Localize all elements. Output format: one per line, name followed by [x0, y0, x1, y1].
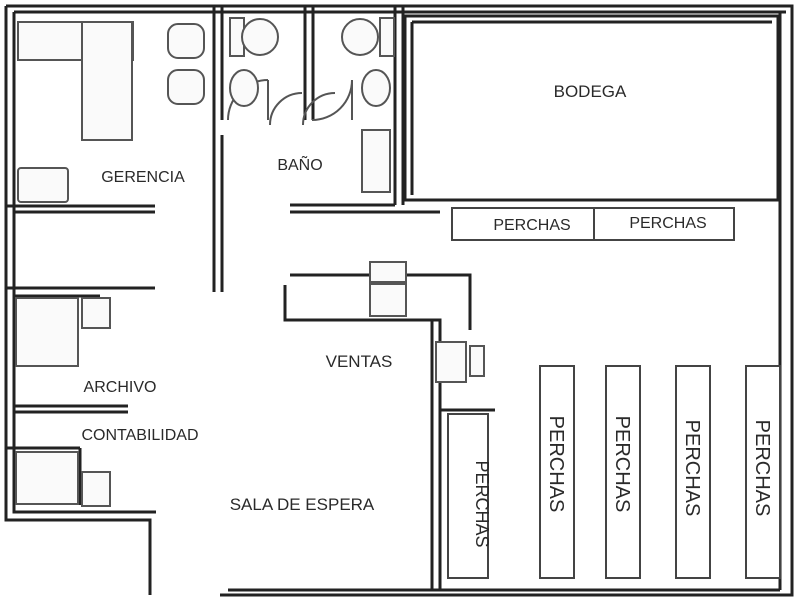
shelf-top-left [451, 207, 595, 241]
outer-walls [4, 4, 794, 597]
toilet-left-bowl [241, 18, 279, 56]
archivo-chair [81, 297, 111, 329]
shelf-col4 [745, 365, 781, 579]
gerencia-chair-top [167, 23, 205, 59]
shelf-label-col2: PERCHAS [611, 416, 633, 513]
shelf-top-right [593, 207, 735, 241]
shelf-col3 [675, 365, 711, 579]
interior-walls [6, 6, 780, 590]
room-label-ventas: VENTAS [326, 352, 393, 371]
ventas-register [369, 283, 407, 317]
room-label-archivo: ARCHIVO [84, 379, 157, 396]
shelf-label-top-left: PERCHAS [493, 217, 570, 234]
shelf-label-col3: PERCHAS [681, 420, 703, 517]
room-label-gerencia: GERENCIA [101, 169, 185, 186]
shelf-col1 [539, 365, 575, 579]
toilet-right-tank [379, 17, 395, 57]
archivo-desk [15, 297, 79, 367]
room-label-bodega: BODEGA [554, 82, 627, 101]
contabilidad-desk [15, 451, 79, 505]
shelf-label-col1: PERCHAS [545, 416, 567, 513]
shelf-label-top-right: PERCHAS [629, 215, 706, 232]
room-label-sala-espera: SALA DE ESPERA [230, 495, 375, 514]
gerencia-cabinet [17, 167, 69, 203]
contabilidad-chair [81, 471, 111, 507]
room-label-bano: BAÑO [277, 154, 322, 174]
room-label-contabilidad: CONTABILIDAD [81, 427, 198, 444]
gerencia-desk-return [81, 21, 133, 141]
shelf-col2 [605, 365, 641, 579]
toilet-right-bowl [341, 18, 379, 56]
ventas-monitor-stand [469, 345, 485, 377]
ventas-register-top [369, 261, 407, 283]
sink-right [361, 69, 391, 107]
ventas-monitor [435, 341, 467, 383]
gerencia-chair-bottom [167, 69, 205, 105]
shelf-label-col4: PERCHAS [751, 420, 773, 517]
shelf-mid [447, 413, 489, 579]
sink-left [229, 69, 259, 107]
shelf-label-mid: PERCHAS [472, 460, 492, 547]
bano-cabinet [361, 129, 391, 193]
